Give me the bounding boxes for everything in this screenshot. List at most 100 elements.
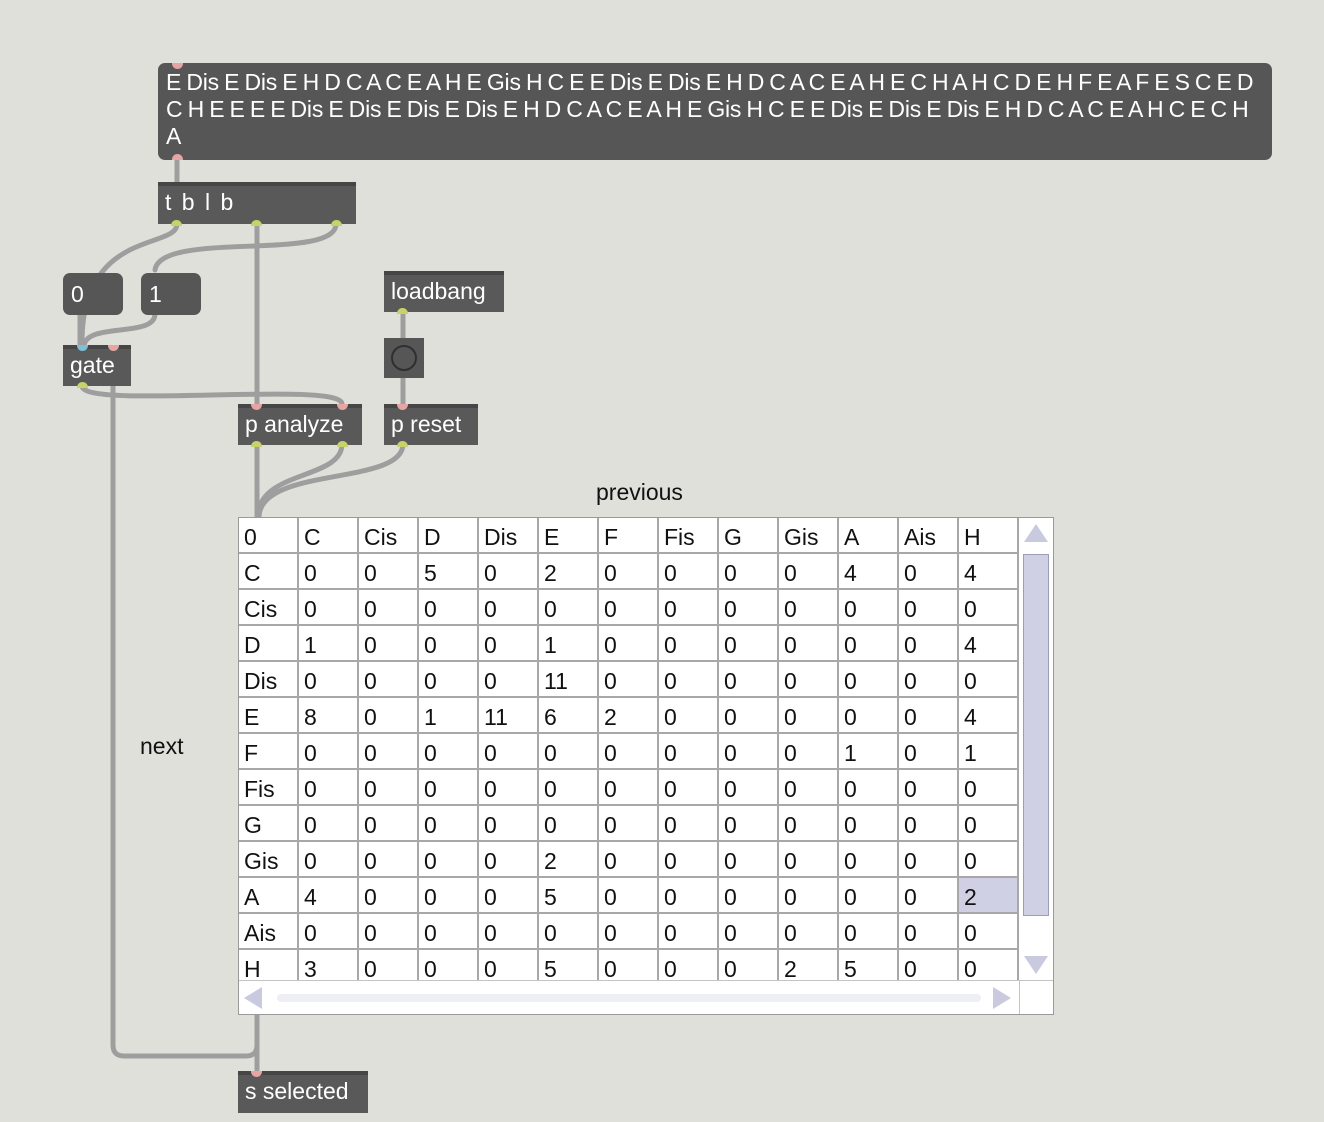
table-cell[interactable]: 0: [719, 698, 779, 734]
scroll-up-arrow-icon[interactable]: [1024, 524, 1048, 542]
table-cell[interactable]: 0: [899, 950, 959, 980]
scroll-left-arrow-icon[interactable]: [244, 987, 262, 1009]
table-cell[interactable]: 0: [359, 806, 419, 842]
row-header-cell[interactable]: A: [239, 878, 299, 914]
loadbang-object[interactable]: loadbang: [384, 271, 504, 314]
table-cell[interactable]: 0: [779, 662, 839, 698]
table-cell[interactable]: 0: [899, 734, 959, 770]
table-cell[interactable]: 0: [659, 698, 719, 734]
trigger-outlet-2[interactable]: [251, 220, 262, 226]
table-cell[interactable]: 0: [659, 626, 719, 662]
table-cell[interactable]: 0: [479, 626, 539, 662]
row-header-cell[interactable]: Fis: [239, 770, 299, 806]
row-header-cell[interactable]: E: [239, 698, 299, 734]
table-cell[interactable]: 0: [479, 770, 539, 806]
analyze-outlet-right[interactable]: [337, 441, 348, 447]
table-cell[interactable]: 0: [839, 626, 899, 662]
table-cell[interactable]: 0: [899, 842, 959, 878]
column-header-cell[interactable]: C: [299, 518, 359, 554]
column-header-cell[interactable]: Cis: [359, 518, 419, 554]
analyze-inlet-right[interactable]: [337, 404, 348, 410]
table-cell[interactable]: 0: [419, 590, 479, 626]
table-cell[interactable]: 5: [419, 554, 479, 590]
table-cell[interactable]: 0: [719, 626, 779, 662]
table-cell[interactable]: 1: [839, 734, 899, 770]
table-cell[interactable]: 5: [839, 950, 899, 980]
gate-object[interactable]: gate: [63, 345, 131, 388]
table-cell[interactable]: 0: [719, 806, 779, 842]
reset-inlet[interactable]: [397, 404, 408, 410]
horizontal-scrollbar[interactable]: [239, 980, 1019, 1014]
table-cell[interactable]: 0: [899, 806, 959, 842]
table-cell[interactable]: 0: [599, 734, 659, 770]
table-cell[interactable]: 4: [959, 626, 1019, 662]
row-header-cell[interactable]: F: [239, 734, 299, 770]
column-header-cell[interactable]: Dis: [479, 518, 539, 554]
table-cell[interactable]: 0: [359, 590, 419, 626]
table-cell[interactable]: 1: [539, 626, 599, 662]
table-cell[interactable]: 0: [779, 770, 839, 806]
table-cell[interactable]: 4: [959, 554, 1019, 590]
send-inlet[interactable]: [251, 1071, 262, 1077]
table-cell[interactable]: 0: [659, 770, 719, 806]
table-cell[interactable]: 4: [959, 698, 1019, 734]
table-cell[interactable]: 0: [599, 626, 659, 662]
table-cell[interactable]: 1: [419, 698, 479, 734]
table-cell[interactable]: 0: [599, 770, 659, 806]
table-cell[interactable]: 11: [479, 698, 539, 734]
table-cell[interactable]: 0: [899, 770, 959, 806]
table-cell[interactable]: 0: [479, 842, 539, 878]
note-sequence-message[interactable]: E Dis E Dis E H D C A C E A H E Gis H C …: [158, 63, 1272, 160]
table-cell[interactable]: 0: [299, 806, 359, 842]
table-cell[interactable]: 0: [479, 950, 539, 980]
number-box-one[interactable]: 1: [141, 273, 201, 315]
table-cell[interactable]: 0: [599, 842, 659, 878]
table-cell[interactable]: 2: [539, 842, 599, 878]
table-cell[interactable]: 2: [539, 554, 599, 590]
table-cell[interactable]: 0: [839, 662, 899, 698]
row-header-cell[interactable]: Cis: [239, 590, 299, 626]
table-cell[interactable]: 3: [299, 950, 359, 980]
table-cell[interactable]: 0: [719, 914, 779, 950]
table-cell[interactable]: 0: [899, 590, 959, 626]
table-cell[interactable]: 0: [839, 842, 899, 878]
table-cell[interactable]: 0: [899, 662, 959, 698]
table-cell[interactable]: 0: [779, 626, 839, 662]
table-cell[interactable]: 0: [839, 878, 899, 914]
table-cell[interactable]: 0: [659, 590, 719, 626]
table-cell[interactable]: 0: [659, 914, 719, 950]
table-cell[interactable]: 2: [599, 698, 659, 734]
trigger-outlet-1[interactable]: [171, 220, 182, 226]
table-cell[interactable]: 0: [959, 914, 1019, 950]
horizontal-scroll-track[interactable]: [277, 994, 981, 1002]
column-header-cell[interactable]: 0: [239, 518, 299, 554]
table-cell[interactable]: 0: [419, 842, 479, 878]
table-cell[interactable]: 0: [419, 914, 479, 950]
column-header-cell[interactable]: F: [599, 518, 659, 554]
row-header-cell[interactable]: Dis: [239, 662, 299, 698]
table-cell[interactable]: 0: [959, 806, 1019, 842]
table-cell[interactable]: 0: [419, 734, 479, 770]
table-cell[interactable]: 0: [899, 914, 959, 950]
analyze-subpatch[interactable]: p analyze: [238, 404, 362, 447]
table-cell[interactable]: 0: [839, 698, 899, 734]
table-cell[interactable]: 0: [779, 878, 839, 914]
table-cell[interactable]: 0: [299, 662, 359, 698]
send-selected-object[interactable]: s selected: [238, 1071, 368, 1113]
analyze-inlet-left[interactable]: [251, 404, 262, 410]
table-cell[interactable]: 0: [359, 842, 419, 878]
gate-inlet-left[interactable]: [77, 345, 88, 351]
table-cell[interactable]: 0: [779, 806, 839, 842]
table-cell[interactable]: 0: [899, 626, 959, 662]
gate-inlet-right[interactable]: [108, 345, 119, 351]
table-cell[interactable]: 0: [359, 698, 419, 734]
column-header-cell[interactable]: G: [719, 518, 779, 554]
table-cell[interactable]: 1: [959, 734, 1019, 770]
table-cell[interactable]: 0: [899, 698, 959, 734]
table-cell[interactable]: 0: [479, 590, 539, 626]
table-cell[interactable]: 0: [299, 914, 359, 950]
table-cell[interactable]: 0: [779, 590, 839, 626]
table-cell[interactable]: 0: [359, 770, 419, 806]
table-cell[interactable]: 0: [359, 914, 419, 950]
